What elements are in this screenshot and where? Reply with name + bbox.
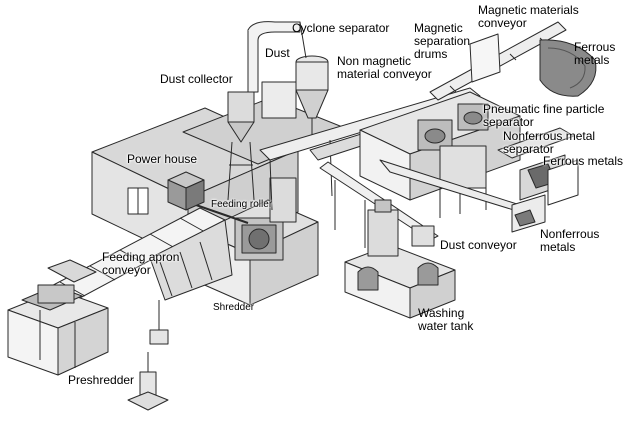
feeding-apron-conveyor bbox=[39, 207, 233, 345]
right-separator-outputs bbox=[497, 127, 579, 233]
label-ferrous-metals-top: Ferrous metals bbox=[574, 40, 616, 67]
label-magnetic-separation-drums: Magnetic separation drums bbox=[414, 21, 471, 61]
label-preshredder: Preshredder bbox=[68, 373, 135, 387]
label-shredder: Shredder bbox=[213, 302, 255, 313]
label-power-house: Power house bbox=[127, 152, 198, 166]
label-dust: Dust bbox=[265, 46, 290, 60]
cyclone-separator bbox=[295, 21, 329, 138]
motor-box bbox=[167, 171, 205, 211]
label-nonferrous-metals: Nonferrous metals bbox=[540, 227, 600, 254]
label-dust-conveyor: Dust conveyor bbox=[440, 238, 517, 252]
label-ferrous-metals-right: Ferrous metals bbox=[543, 154, 624, 168]
label-nonferrous-metal-separator: Nonferrous metal separator bbox=[503, 129, 596, 156]
label-pneumatic-fine-particle-separator: Pneumatic fine particle separator bbox=[483, 102, 605, 129]
separation-plant bbox=[359, 91, 531, 218]
shredder-building bbox=[195, 177, 319, 306]
label-feeding-roller: Feeding roller bbox=[211, 199, 273, 210]
dust-collector-tower bbox=[227, 21, 301, 201]
label-washing-water-tank: Washing water tank bbox=[418, 306, 474, 333]
label-magnetic-materials-conveyor: Magnetic materials conveyor bbox=[478, 3, 579, 30]
label-feeding-apron-conveyor: Feeding apron conveyor bbox=[102, 250, 180, 277]
preshredder-unit bbox=[7, 259, 169, 411]
ferrous-metals-pile bbox=[469, 33, 597, 97]
washing-water-tank bbox=[344, 199, 456, 319]
label-non-magnetic-material-conveyor: Non magnetic material conveyor bbox=[337, 54, 432, 81]
label-dust-collector: Dust collector bbox=[160, 72, 233, 86]
label-cyclone-separator: Cyclone separator bbox=[292, 21, 390, 35]
